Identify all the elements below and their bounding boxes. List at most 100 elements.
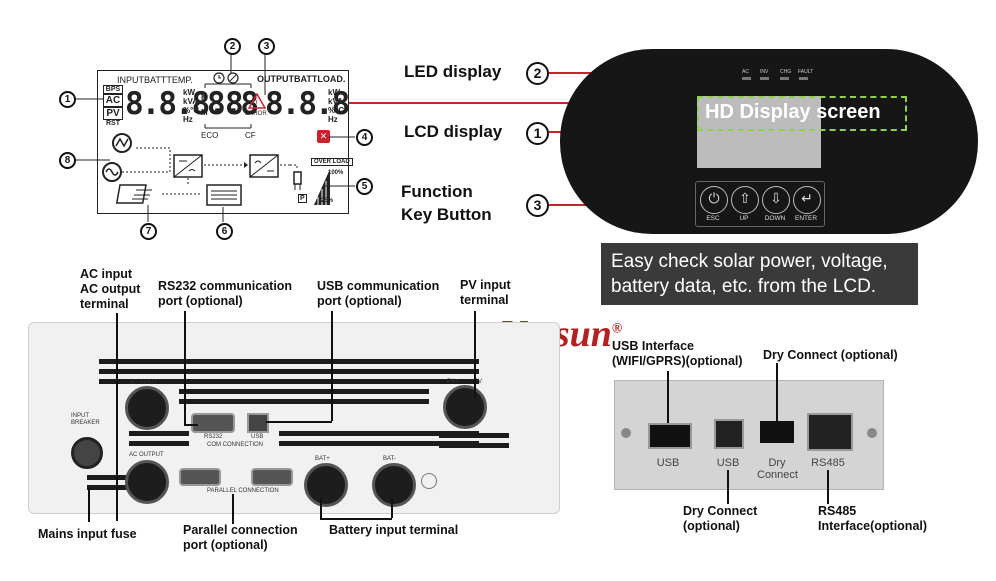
function-key-label-line1: Function (401, 182, 473, 201)
bat-plus-gland (304, 463, 348, 507)
unit-kw: kW (328, 88, 340, 97)
lcd-flow-diagram (102, 133, 302, 206)
lcd-callout-line-top (349, 102, 699, 104)
mode-tag-ac: AC (103, 94, 123, 107)
battery-leader-right (391, 498, 393, 518)
pv-gland (443, 385, 487, 429)
led-ac-light (742, 77, 751, 80)
load-min-label: 25% (321, 198, 334, 204)
lcd-right-units: kW kVA %°C Hz (328, 88, 344, 124)
pv-terminal-label: PV input terminal (460, 278, 511, 308)
dry-connect-port (760, 421, 794, 443)
led-inv-label: INV (760, 69, 769, 75)
dry-connect-bottom-line1: Dry Connect (683, 504, 758, 518)
info-box: Easy check solar power, voltage, battery… (601, 243, 918, 305)
led-chg-label: CHG (780, 69, 792, 75)
led-number: 2 (526, 62, 549, 85)
cf-label: CF (245, 131, 256, 140)
led-fault-label: FAULT (798, 69, 814, 75)
up-button[interactable]: ⇧ (731, 186, 759, 214)
usb-b-port (714, 419, 744, 449)
usb-interface-line2: (WIFI/GPRS)(optional) (612, 354, 743, 368)
callout-5: 5 (356, 178, 373, 195)
usb-interface-label: USB Interface (WIFI/GPRS)(optional) (612, 339, 743, 369)
mute-icon: ✕ (317, 130, 330, 143)
inverter-bottom-panel: AC INPUT AC OUTPUT INPUT BREAKER RS232 U… (28, 322, 560, 514)
ac-output-gland (125, 460, 169, 504)
load-level-icon (314, 169, 330, 205)
rs485-port (807, 413, 853, 451)
parallel-port-1 (179, 468, 221, 486)
esc-button[interactable]: ⏻ (700, 186, 728, 214)
p-label: P (298, 194, 307, 203)
enter-icon: ↵ (801, 191, 813, 207)
pv-print: PV (474, 379, 483, 385)
usb-a-port (648, 423, 692, 449)
led-inv-light (760, 77, 769, 80)
usb-interface-line1: USB Interface (612, 339, 694, 353)
battery-terminal-label: Battery input terminal (329, 523, 459, 537)
rs232-label-line1: RS232 communication (158, 279, 293, 293)
callout-8: 8 (59, 152, 76, 169)
lcd-right-digits: 8.8.8 (265, 86, 350, 122)
error-label: ERROR (245, 111, 267, 117)
screw-right-icon (867, 428, 877, 438)
enter-button[interactable]: ↵ (793, 186, 821, 214)
info-line-1: Easy check solar power, voltage, (611, 251, 888, 272)
vent (179, 389, 429, 394)
esc-icon: ⏻ (708, 191, 720, 207)
bracket-lines (204, 83, 252, 129)
eco-label: ECO (201, 131, 219, 140)
fuse-leader (88, 488, 90, 522)
lcd-display-label: LCD display (404, 122, 503, 141)
front-panel-oval: AC INV CHG FAULT HD Display screen ⏻ ⇧ ⇩… (560, 49, 978, 234)
ac-output-print: AC OUTPUT (129, 452, 164, 458)
plate-usb-label-2: USB (716, 457, 740, 469)
unit-kva: kVA (328, 97, 343, 106)
lcd-left-digits: 8.8.8.8 (125, 86, 244, 122)
vent (129, 441, 189, 446)
rs485-label-line2: Interface(optional) (818, 519, 928, 533)
led-ac-label: AC (742, 69, 749, 75)
com-connection-print: COM CONNECTION (207, 442, 263, 448)
vent (439, 433, 509, 438)
up-arrow-icon: ⇧ (739, 191, 751, 207)
bat-plus-print: BAT+ (315, 456, 330, 462)
down-label: DOWN (764, 215, 786, 222)
enter-label: ENTER (794, 215, 818, 222)
pv-label-line1: PV input (460, 278, 511, 292)
lcd-screen (697, 96, 821, 168)
vent (87, 475, 127, 480)
mains-fuse-label: Mains input fuse (38, 527, 137, 541)
hd-screen-highlight (697, 96, 907, 131)
rs485-label-line1: RS485 (818, 504, 857, 518)
error-triangle-icon: ! (248, 93, 266, 109)
rs232-port (191, 413, 235, 433)
led-row: AC INV CHG FAULT (738, 67, 818, 83)
parallel-port-2 (251, 468, 293, 486)
clock-icons (213, 72, 239, 84)
bat-minus-print: BAT- (383, 456, 396, 462)
down-button[interactable]: ⇩ (762, 186, 790, 214)
function-key-label-line2: Key Button (401, 205, 492, 224)
lcd-mid-unit-m: M (201, 108, 208, 117)
callout-3: 3 (258, 38, 275, 55)
pv-label-line2: terminal (460, 293, 509, 307)
battery-leader-left (320, 498, 322, 518)
function-key-number: 3 (526, 194, 549, 217)
callout-1: 1 (59, 91, 76, 108)
unit-hz: Hz (328, 115, 338, 124)
usb-port (247, 413, 269, 433)
plate-rs485-label: RS485 (811, 457, 845, 469)
plate-usb-label-1: USB (656, 457, 680, 469)
dry-connect-top-label: Dry Connect (optional) (763, 348, 898, 362)
vent (129, 431, 189, 436)
lcd-mid-unit-h: H (201, 93, 207, 102)
vent (279, 431, 479, 436)
plate-dry-connect-label: Dry Connect (757, 457, 798, 481)
vent (99, 379, 479, 384)
ac-label-line1: AC input (80, 267, 133, 281)
usb-leader-h (266, 421, 332, 423)
vent (87, 485, 127, 490)
lcd-top-left-label: INPUTBATTTEMP. (117, 75, 193, 85)
